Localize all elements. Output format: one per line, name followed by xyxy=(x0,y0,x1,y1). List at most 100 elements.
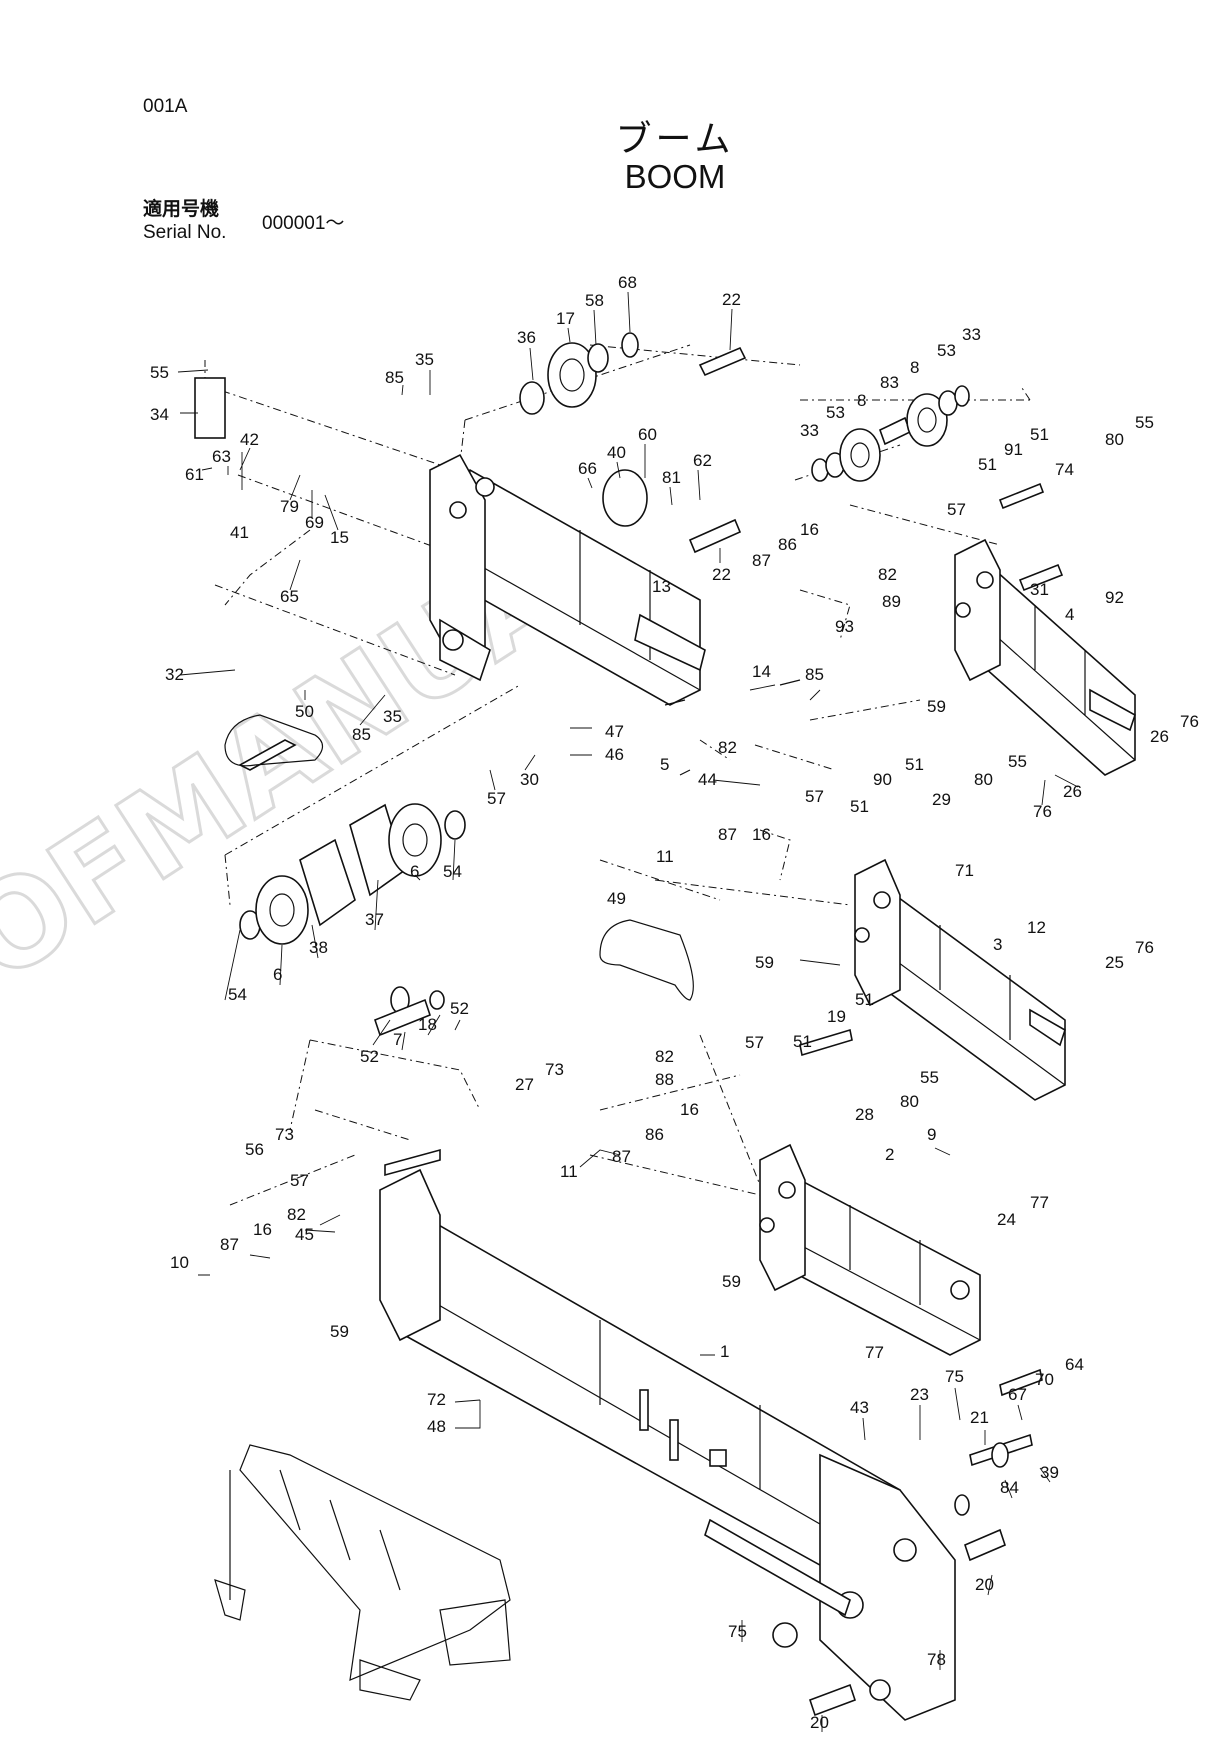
callout: 87 xyxy=(752,551,771,570)
callout: 74 xyxy=(1055,460,1074,479)
callout: 5 xyxy=(660,755,669,774)
callout: 52 xyxy=(450,999,469,1018)
callout: 91 xyxy=(1004,440,1023,459)
callout: 52 xyxy=(360,1047,379,1066)
callout: 39 xyxy=(1040,1463,1059,1482)
callout: 57 xyxy=(947,500,966,519)
callout: 15 xyxy=(330,528,349,547)
callout: 65 xyxy=(280,587,299,606)
callout: 44 xyxy=(698,770,717,789)
sheave-parts-left xyxy=(239,803,466,945)
callout: 22 xyxy=(722,290,741,309)
callout: 83 xyxy=(880,373,899,392)
callout: 22 xyxy=(712,565,731,584)
callout: 76 xyxy=(1033,802,1052,821)
callout: 16 xyxy=(800,520,819,539)
callout: 53 xyxy=(826,403,845,422)
callout: 30 xyxy=(520,770,539,789)
callout: 35 xyxy=(383,707,402,726)
serial-label-japanese: 適用号機 xyxy=(143,198,220,220)
callout: 13 xyxy=(652,577,671,596)
callout: 42 xyxy=(240,430,259,449)
callout: 80 xyxy=(974,770,993,789)
callout: 71 xyxy=(955,861,974,880)
callout: 92 xyxy=(1105,588,1124,607)
callout: 1 xyxy=(720,1342,729,1361)
callout: 18 xyxy=(418,1015,437,1034)
callout: 46 xyxy=(605,745,624,764)
callout: 89 xyxy=(882,592,901,611)
callout: 31 xyxy=(1030,580,1049,599)
callout: 70 xyxy=(1035,1370,1054,1389)
callout: 32 xyxy=(165,665,184,684)
leader-lines xyxy=(177,291,1079,1732)
sheave-parts-right xyxy=(811,385,1064,592)
callout: 38 xyxy=(309,938,328,957)
callout: 75 xyxy=(728,1622,747,1641)
callout: 25 xyxy=(1105,953,1124,972)
callout: 10 xyxy=(170,1253,189,1272)
callout: 80 xyxy=(900,1092,919,1111)
title-english: BOOM xyxy=(624,158,726,195)
callout: 87 xyxy=(612,1147,631,1166)
callout: 82 xyxy=(655,1047,674,1066)
callout: 26 xyxy=(1063,782,1082,801)
callout: 66 xyxy=(578,459,597,478)
callout: 72 xyxy=(427,1390,446,1409)
callout: 9 xyxy=(927,1125,936,1144)
callout: 61 xyxy=(185,465,204,484)
callout: 60 xyxy=(638,425,657,444)
callout: 8 xyxy=(910,358,919,377)
callout: 51 xyxy=(850,797,869,816)
callout: 40 xyxy=(607,443,626,462)
callout: 26 xyxy=(1150,727,1169,746)
callout: 6 xyxy=(410,862,419,881)
page-code: 001A xyxy=(143,96,188,117)
callout: 55 xyxy=(1008,752,1027,771)
callout: 23 xyxy=(910,1385,929,1404)
callout: 8 xyxy=(857,391,866,410)
callout: 3 xyxy=(993,935,1002,954)
callout: 76 xyxy=(1180,712,1199,731)
callout: 16 xyxy=(253,1220,272,1239)
callout: 11 xyxy=(560,1162,578,1181)
callout: 16 xyxy=(752,825,771,844)
callout: 47 xyxy=(605,722,624,741)
callout: 63 xyxy=(212,447,231,466)
callout: 85 xyxy=(352,725,371,744)
callout: 56 xyxy=(245,1140,264,1159)
callout: 57 xyxy=(487,789,506,808)
callout: 55 xyxy=(920,1068,939,1087)
callout: 59 xyxy=(927,697,946,716)
small-parts xyxy=(194,377,1043,1717)
callout: 2 xyxy=(885,1145,894,1164)
callout: 33 xyxy=(962,325,981,344)
callout: 57 xyxy=(745,1033,764,1052)
sheave-parts-top xyxy=(519,332,747,554)
title-japanese: ブーム xyxy=(615,119,735,160)
callout: 85 xyxy=(385,368,404,387)
callout: 12 xyxy=(1027,918,1046,937)
callout-labels: 55 34 85 35 36 17 58 68 22 61 63 42 41 7… xyxy=(150,273,1199,1732)
callout: 73 xyxy=(275,1125,294,1144)
callout: 54 xyxy=(443,862,462,881)
boom-section-3 xyxy=(854,858,1066,1101)
callout: 21 xyxy=(970,1408,989,1427)
callout: 86 xyxy=(645,1125,664,1144)
callout: 62 xyxy=(693,451,712,470)
callout: 7 xyxy=(393,1030,402,1049)
callout: 29 xyxy=(932,790,951,809)
callout: 73 xyxy=(545,1060,564,1079)
callout: 68 xyxy=(618,273,637,292)
callout: 87 xyxy=(220,1235,239,1254)
callout: 36 xyxy=(517,328,536,347)
callout: 20 xyxy=(810,1713,829,1732)
callout: 87 xyxy=(718,825,737,844)
callout: 75 xyxy=(945,1367,964,1386)
callout: 43 xyxy=(850,1398,869,1417)
boom-section-2 xyxy=(759,1143,981,1356)
callout: 51 xyxy=(855,990,874,1009)
callout: 51 xyxy=(905,755,924,774)
callout: 45 xyxy=(295,1225,314,1244)
